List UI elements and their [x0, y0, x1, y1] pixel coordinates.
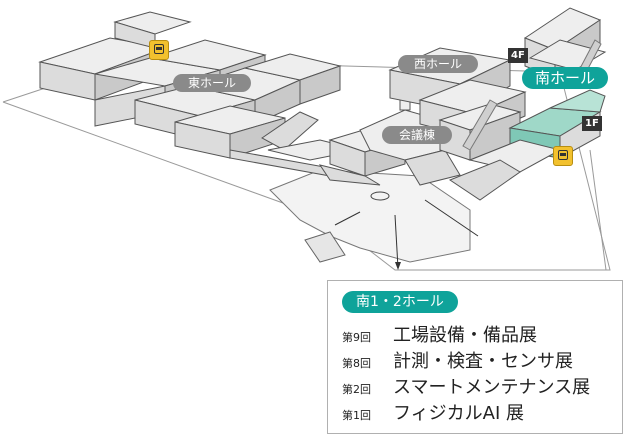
- event-name: 計測・検査・センサ展: [393, 351, 573, 372]
- west-escalator: [462, 99, 498, 151]
- bus-stop-icon: [149, 40, 169, 60]
- floor-badge-4f: 4F: [508, 48, 528, 63]
- panel-title: 南1・2ホール: [342, 291, 458, 313]
- label-conference-building: 会議棟: [382, 126, 452, 144]
- floor-badge-1f: 1F: [582, 116, 602, 131]
- event-edition: 第2回: [342, 383, 371, 396]
- label-west-hall: 西ホール: [398, 55, 478, 73]
- event-name: 工場設備・備品展: [393, 325, 537, 346]
- bus-stop-icon: [553, 146, 573, 166]
- event-row: 第2回 スマートメンテナンス展: [342, 375, 590, 401]
- event-row: 第8回 計測・検査・センサ展: [342, 349, 573, 375]
- event-name: フィジカルAI 展: [393, 403, 524, 424]
- plaza-fountain: [370, 191, 390, 201]
- walkway-arrow-west: [334, 211, 361, 226]
- event-row: 第9回 工場設備・備品展: [342, 323, 537, 349]
- event-info-panel: 南1・2ホール 第9回 工場設備・備品展 第8回 計測・検査・センサ展 第2回 スマー…: [327, 280, 623, 434]
- entrance-stairs: [304, 231, 346, 263]
- event-name: スマートメンテナンス展: [393, 377, 591, 398]
- event-edition: 第1回: [342, 409, 371, 422]
- callout-line: [589, 149, 607, 271]
- event-edition: 第9回: [342, 331, 371, 344]
- event-edition: 第8回: [342, 357, 371, 370]
- label-east-hall: 東ホール: [173, 74, 251, 92]
- walkway-arrow-south: [394, 214, 399, 269]
- label-south-hall: 南ホール: [522, 67, 608, 89]
- event-row: 第1回 フィジカルAI 展: [342, 401, 524, 427]
